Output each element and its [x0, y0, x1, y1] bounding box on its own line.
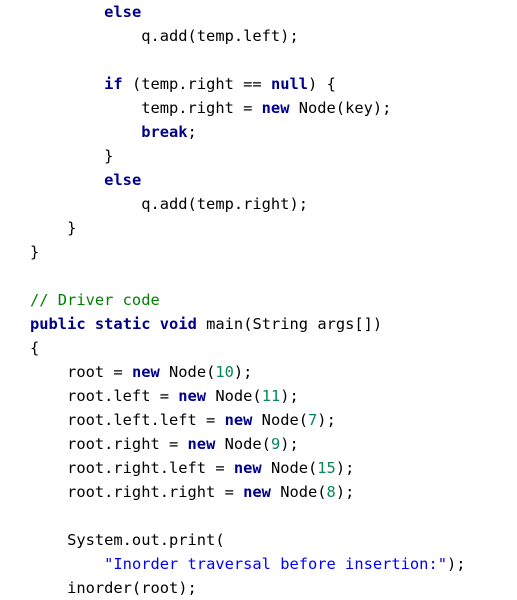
- code-line: inorder(root);: [30, 576, 197, 600]
- code-token: Node(: [159, 363, 216, 381]
- code-token: q.add(temp.left);: [30, 27, 299, 45]
- code-token: [30, 75, 104, 93]
- code-token: [30, 555, 104, 573]
- keyword-token: void: [159, 315, 197, 333]
- keyword-token: if: [104, 75, 123, 93]
- code-line: temp.right = new Node(key);: [30, 96, 391, 120]
- code-token: root =: [30, 363, 132, 381]
- keyword-token: new: [233, 459, 262, 477]
- code-line: {: [30, 336, 39, 360]
- keyword-token: else: [104, 3, 142, 21]
- number-token: 9: [270, 435, 281, 453]
- code-token: );: [280, 435, 299, 453]
- keyword-token: new: [178, 387, 207, 405]
- comment-token: // Driver code: [30, 291, 160, 309]
- keyword-token: else: [104, 171, 142, 189]
- code-token: System.out.print(: [30, 531, 225, 549]
- code-token: [30, 123, 141, 141]
- number-token: 15: [317, 459, 336, 477]
- code-line: // Driver code: [30, 288, 160, 312]
- keyword-token: new: [261, 99, 290, 117]
- code-token: }: [30, 219, 77, 237]
- code-line: root.left = new Node(11);: [30, 384, 299, 408]
- code-line: }: [30, 240, 39, 264]
- code-token: );: [335, 459, 355, 477]
- code-token: main(String args[]): [196, 315, 383, 333]
- string-token: "Inorder traversal before insertion:": [104, 555, 447, 573]
- keyword-token: null: [270, 75, 309, 93]
- code-token: Node(key);: [289, 99, 392, 117]
- code-line: System.out.print(: [30, 528, 225, 552]
- number-token: 11: [261, 387, 281, 405]
- code-token: }: [30, 147, 114, 165]
- keyword-token: break: [141, 123, 188, 141]
- code-token: q.add(temp.right);: [30, 195, 308, 213]
- number-token: 10: [215, 363, 234, 381]
- code-token: [151, 315, 160, 333]
- number-token: 7: [308, 411, 318, 429]
- code-line: if (temp.right == null) {: [30, 72, 336, 96]
- code-token: root.right.right =: [30, 483, 244, 501]
- code-token: }: [30, 243, 40, 261]
- code-line: "Inorder traversal before insertion:");: [30, 552, 466, 576]
- code-token: ;: [187, 123, 197, 141]
- code-token: root.right.left =: [30, 459, 234, 477]
- code-token: Node(: [206, 387, 262, 405]
- code-token: [30, 171, 104, 189]
- keyword-token: new: [224, 411, 253, 429]
- code-line: public static void main(String args[]): [30, 312, 382, 336]
- code-line: root.right.right = new Node(8);: [30, 480, 354, 504]
- code-token: Node(: [261, 459, 318, 477]
- code-line: q.add(temp.left);: [30, 24, 299, 48]
- code-line: root.right.left = new Node(15);: [30, 456, 354, 480]
- keyword-token: static: [94, 315, 151, 333]
- code-token: );: [280, 387, 299, 405]
- code-token: Node(: [215, 435, 271, 453]
- keyword-token: new: [131, 363, 160, 381]
- code-token: root.left.left =: [30, 411, 225, 429]
- keyword-token: new: [187, 435, 216, 453]
- number-token: 8: [326, 483, 336, 501]
- code-token: );: [446, 555, 466, 573]
- code-line: root.right = new Node(9);: [30, 432, 299, 456]
- code-line: root = new Node(10);: [30, 360, 252, 384]
- code-token: (temp.right ==: [122, 75, 271, 93]
- code-token: inorder(root);: [30, 579, 197, 597]
- code-line: break;: [30, 120, 197, 144]
- code-token: root.left =: [30, 387, 179, 405]
- code-line: }: [30, 216, 76, 240]
- code-token: );: [335, 483, 355, 501]
- keyword-token: public: [30, 315, 86, 333]
- code-line: else: [30, 168, 141, 192]
- code-token: {: [30, 339, 40, 357]
- code-line: }: [30, 144, 113, 168]
- code-token: );: [317, 411, 336, 429]
- code-token: temp.right =: [30, 99, 262, 117]
- code-token: );: [233, 363, 253, 381]
- code-line: else: [30, 0, 141, 24]
- code-token: [30, 3, 104, 21]
- code-token: Node(: [270, 483, 327, 501]
- code-token: Node(: [252, 411, 309, 429]
- code-token: ) {: [308, 75, 336, 93]
- code-token: [86, 315, 95, 333]
- code-line: q.add(temp.right);: [30, 192, 308, 216]
- keyword-token: new: [243, 483, 271, 501]
- code-token: root.right =: [30, 435, 188, 453]
- code-line: root.left.left = new Node(7);: [30, 408, 336, 432]
